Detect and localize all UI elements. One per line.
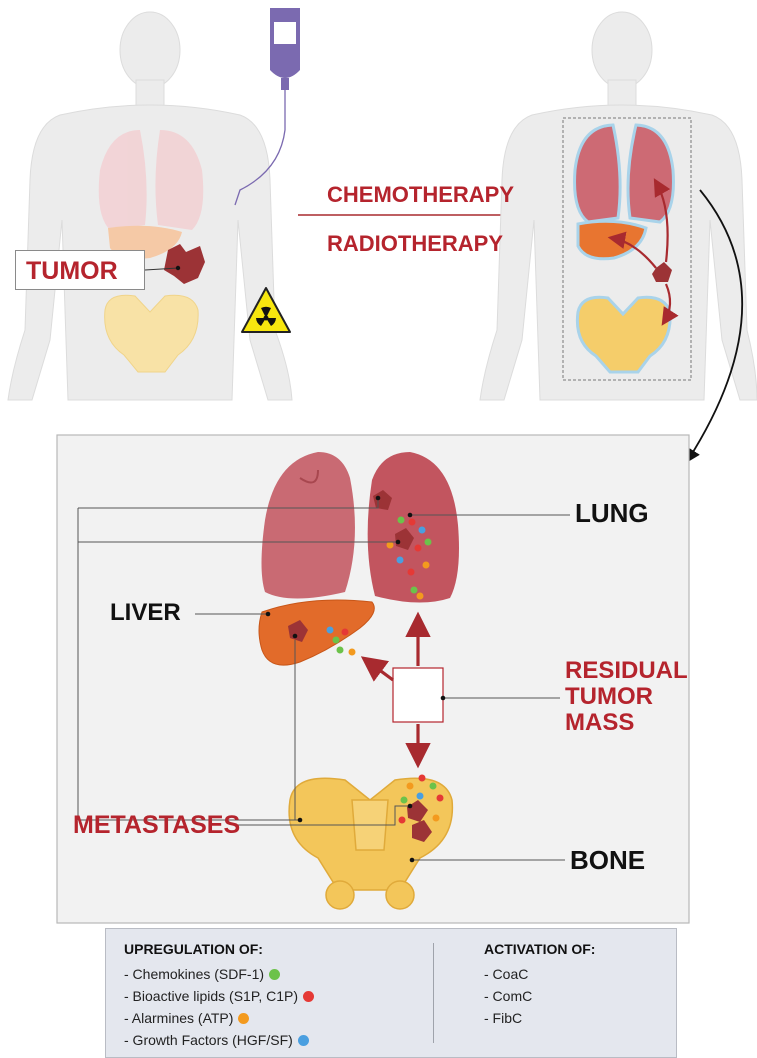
radiotherapy-label: RADIOTHERAPY — [327, 233, 503, 255]
legend-item: - Alarmines (ATP) — [124, 1007, 314, 1029]
red-dot-icon — [303, 991, 314, 1002]
residual-label-line3: MASS — [565, 711, 634, 735]
blue-dot-icon — [298, 1035, 309, 1046]
legend-separator — [433, 943, 434, 1043]
legend-item: - ComC — [484, 985, 595, 1007]
lung-label: LUNG — [575, 500, 649, 526]
legend-box: UPREGULATION OF: - Chemokines (SDF-1) - … — [105, 928, 677, 1058]
legend-item: - Chemokines (SDF-1) — [124, 963, 314, 985]
chemotherapy-label: CHEMOTHERAPY — [327, 184, 514, 206]
residual-tumor-box — [393, 668, 443, 722]
metastases-label: METASTASES — [73, 813, 240, 838]
liver-label: LIVER — [110, 601, 181, 625]
tumor-label-box: TUMOR — [15, 250, 145, 290]
residual-label-line1: RESIDUAL — [565, 659, 688, 683]
legend-item: - FibC — [484, 1007, 595, 1029]
activation-column: ACTIVATION OF: - CoaC - ComC - FibC — [484, 941, 595, 1029]
bone-label: BONE — [570, 847, 645, 873]
upregulation-title: UPREGULATION OF: — [124, 941, 314, 957]
green-dot-icon — [269, 969, 280, 980]
legend-item: - Growth Factors (HGF/SF) — [124, 1029, 314, 1051]
upregulation-column: UPREGULATION OF: - Chemokines (SDF-1) - … — [124, 941, 314, 1051]
orange-dot-icon — [238, 1013, 249, 1024]
legend-item: - CoaC — [484, 963, 595, 985]
legend-item: - Bioactive lipids (S1P, C1P) — [124, 985, 314, 1007]
residual-label-line2: TUMOR — [565, 685, 653, 709]
tumor-label: TUMOR — [26, 259, 118, 284]
activation-title: ACTIVATION OF: — [484, 941, 595, 957]
